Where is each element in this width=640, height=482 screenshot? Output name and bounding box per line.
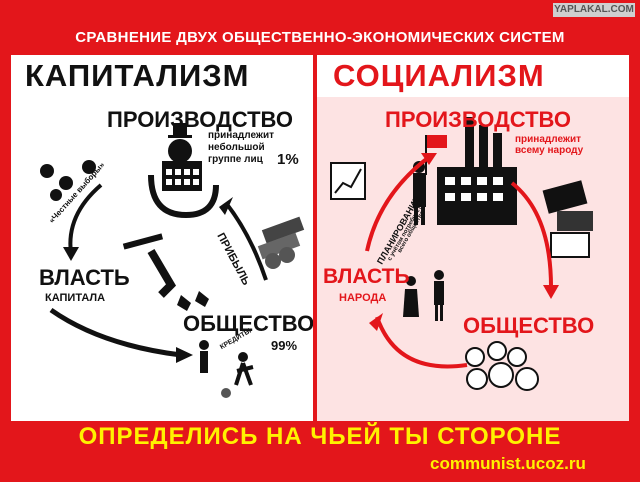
capitalism-production-label: ПРОИЗВОДСТВО [107,107,293,132]
socialism-illustration [330,117,593,391]
socialism-owner-line2: всему народу [515,145,584,156]
socialism-panel: СОЦИАЛИЗМ [317,55,629,421]
header-title: СРАВНЕНИЕ ДВУХ ОБЩЕСТВЕННО-ЭКОНОМИЧЕСКИХ… [75,29,565,46]
header: YAPLAKAL.COM СРАВНЕНИЕ ДВУХ ОБЩЕСТВЕННО-… [0,0,640,52]
society-figures-icon [199,340,254,398]
capitalism-owner-line1: принадлежит [208,130,275,141]
factory-icon [425,117,517,225]
capitalism-power-label: ВЛАСТЬ [39,265,130,290]
socialism-power-sub: НАРОДА [339,292,387,304]
capitalism-panel: КАПИТАЛИЗМ [11,55,317,421]
smiley-faces-icon [465,341,539,391]
capitalism-title: КАПИТАЛИЗМ [25,58,250,93]
socialism-power-label: ВЛАСТЬ [323,265,410,288]
watermark: YAPLAKAL.COM [553,3,635,17]
capitalism-owner-line3: группе лиц [208,154,263,165]
capitalism-owner-percent: 1% [277,151,299,168]
baton-arm-icon [122,233,177,298]
hands-icon [177,291,209,311]
consumer-goods-icon [542,180,593,258]
footer-site: communist.ucoz.ru [430,454,586,473]
capitalism-illustration [40,123,305,398]
chart-board-icon [330,162,366,200]
capitalism-owner-line2: небольшой [208,142,265,153]
socialism-title: СОЦИАЛИЗМ [333,58,545,93]
socialism-title-band: СОЦИАЛИЗМ [317,55,629,97]
socialism-production-label: ПРОИЗВОДСТВО [385,107,571,132]
capitalism-power-sub: КАПИТАЛА [45,292,106,304]
footer-slogan: ОПРЕДЕЛИСЬ НА ЧЬЕЙ ТЫ СТОРОНЕ [78,423,562,450]
cash-stack-icon [257,216,305,269]
socialism-society-label: ОБЩЕСТВО [463,313,595,338]
panel-divider [313,55,319,421]
capitalism-society-label: ОБЩЕСТВО [183,311,315,336]
capitalist-figure-icon [148,123,219,219]
socialism-owner-line1: принадлежит [515,134,582,145]
capitalism-society-percent: 99% [271,338,298,353]
money-bags-icon [40,160,96,201]
people-figures-icon [403,270,444,321]
capitalism-title-band: КАПИТАЛИЗМ [11,55,317,97]
